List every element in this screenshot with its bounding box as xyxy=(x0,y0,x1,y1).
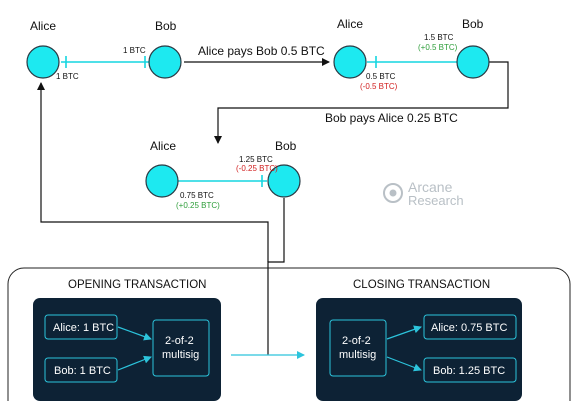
bob-balance: 1.25 BTC xyxy=(239,155,273,164)
alice-label: Alice xyxy=(337,17,363,31)
flow-line-state3-down xyxy=(267,198,285,355)
bob-node xyxy=(148,45,182,79)
closing-output-alice xyxy=(423,314,517,340)
bob-label: Bob xyxy=(462,17,484,31)
closing-output-bob xyxy=(423,357,517,383)
alice-balance: 0.75 BTC xyxy=(180,191,214,200)
bob-balance: 1 BTC xyxy=(123,46,146,55)
bob-balance-change: (-0.25 BTC) xyxy=(236,164,278,173)
bob-balance-change: (+0.5 BTC) xyxy=(418,43,458,52)
closing-multisig-box xyxy=(329,319,387,377)
bob-node xyxy=(267,164,301,198)
alice-balance: 0.5 BTC xyxy=(366,72,396,81)
closing-multisig-label-line-2: multisig xyxy=(339,349,376,361)
opening-multisig-box xyxy=(152,319,210,377)
opening-input-alice xyxy=(44,314,118,340)
alice-node xyxy=(333,45,367,79)
closing-multisig-label-line-1: 2-of-2 xyxy=(342,335,371,347)
opening-input-alice-label: Alice: 1 BTC xyxy=(53,322,114,334)
payment-step-1: Alice pays Bob 0.5 BTC xyxy=(198,44,325,58)
bob-label: Bob xyxy=(275,139,297,153)
opening-multisig-label-line-1: 2-of-2 xyxy=(165,335,194,347)
channel-state-after-payment-1: Alice Bob 0.5 BTC (-0.5 BTC) 1.5 BTC (+0… xyxy=(333,17,490,91)
opening-transaction-title: OPENING TRANSACTION xyxy=(68,279,206,291)
opening-input-bob-label: Bob: 1 BTC xyxy=(54,365,111,377)
watermark-line-1: Arcane xyxy=(408,179,453,195)
opening-multisig-label-line-2: multisig xyxy=(162,349,199,361)
alice-balance-change: (-0.5 BTC) xyxy=(360,82,398,91)
watermark-line-2: Research xyxy=(408,193,464,208)
closing-output-alice-label: Alice: 0.75 BTC xyxy=(431,322,507,334)
closing-arrow-alice xyxy=(386,325,422,340)
alice-label: Alice xyxy=(30,19,56,33)
alice-node xyxy=(26,45,60,79)
payment-step-2: Bob pays Alice 0.25 BTC xyxy=(325,111,458,125)
bob-balance: 1.5 BTC xyxy=(424,33,454,42)
closing-transaction-title: CLOSING TRANSACTION xyxy=(353,279,490,291)
channel-state-initial: Alice Bob 1 BTC 1 BTC xyxy=(26,19,182,81)
alice-balance-change: (+0.25 BTC) xyxy=(176,201,220,210)
flow-connector-right xyxy=(214,61,509,144)
opening-input-bob xyxy=(44,357,118,383)
alice-label: Alice xyxy=(150,139,176,153)
alice-balance: 1 BTC xyxy=(56,72,79,81)
channel-state-after-payment-2: Alice Bob 0.75 BTC (+0.25 BTC) 1.25 BTC … xyxy=(145,139,301,210)
closing-arrow-bob xyxy=(386,356,422,372)
bob-label: Bob xyxy=(155,19,177,33)
closing-output-bob-label: Bob: 1.25 BTC xyxy=(433,365,505,377)
alice-node xyxy=(145,164,179,198)
flow-arrow-back-to-start xyxy=(37,82,269,262)
opening-arrow-bob xyxy=(117,355,152,371)
opening-arrow-alice xyxy=(117,326,152,341)
arcane-logo-icon xyxy=(383,183,403,203)
arcane-research-watermark: Arcane Research xyxy=(383,179,464,208)
bob-node xyxy=(456,45,490,79)
